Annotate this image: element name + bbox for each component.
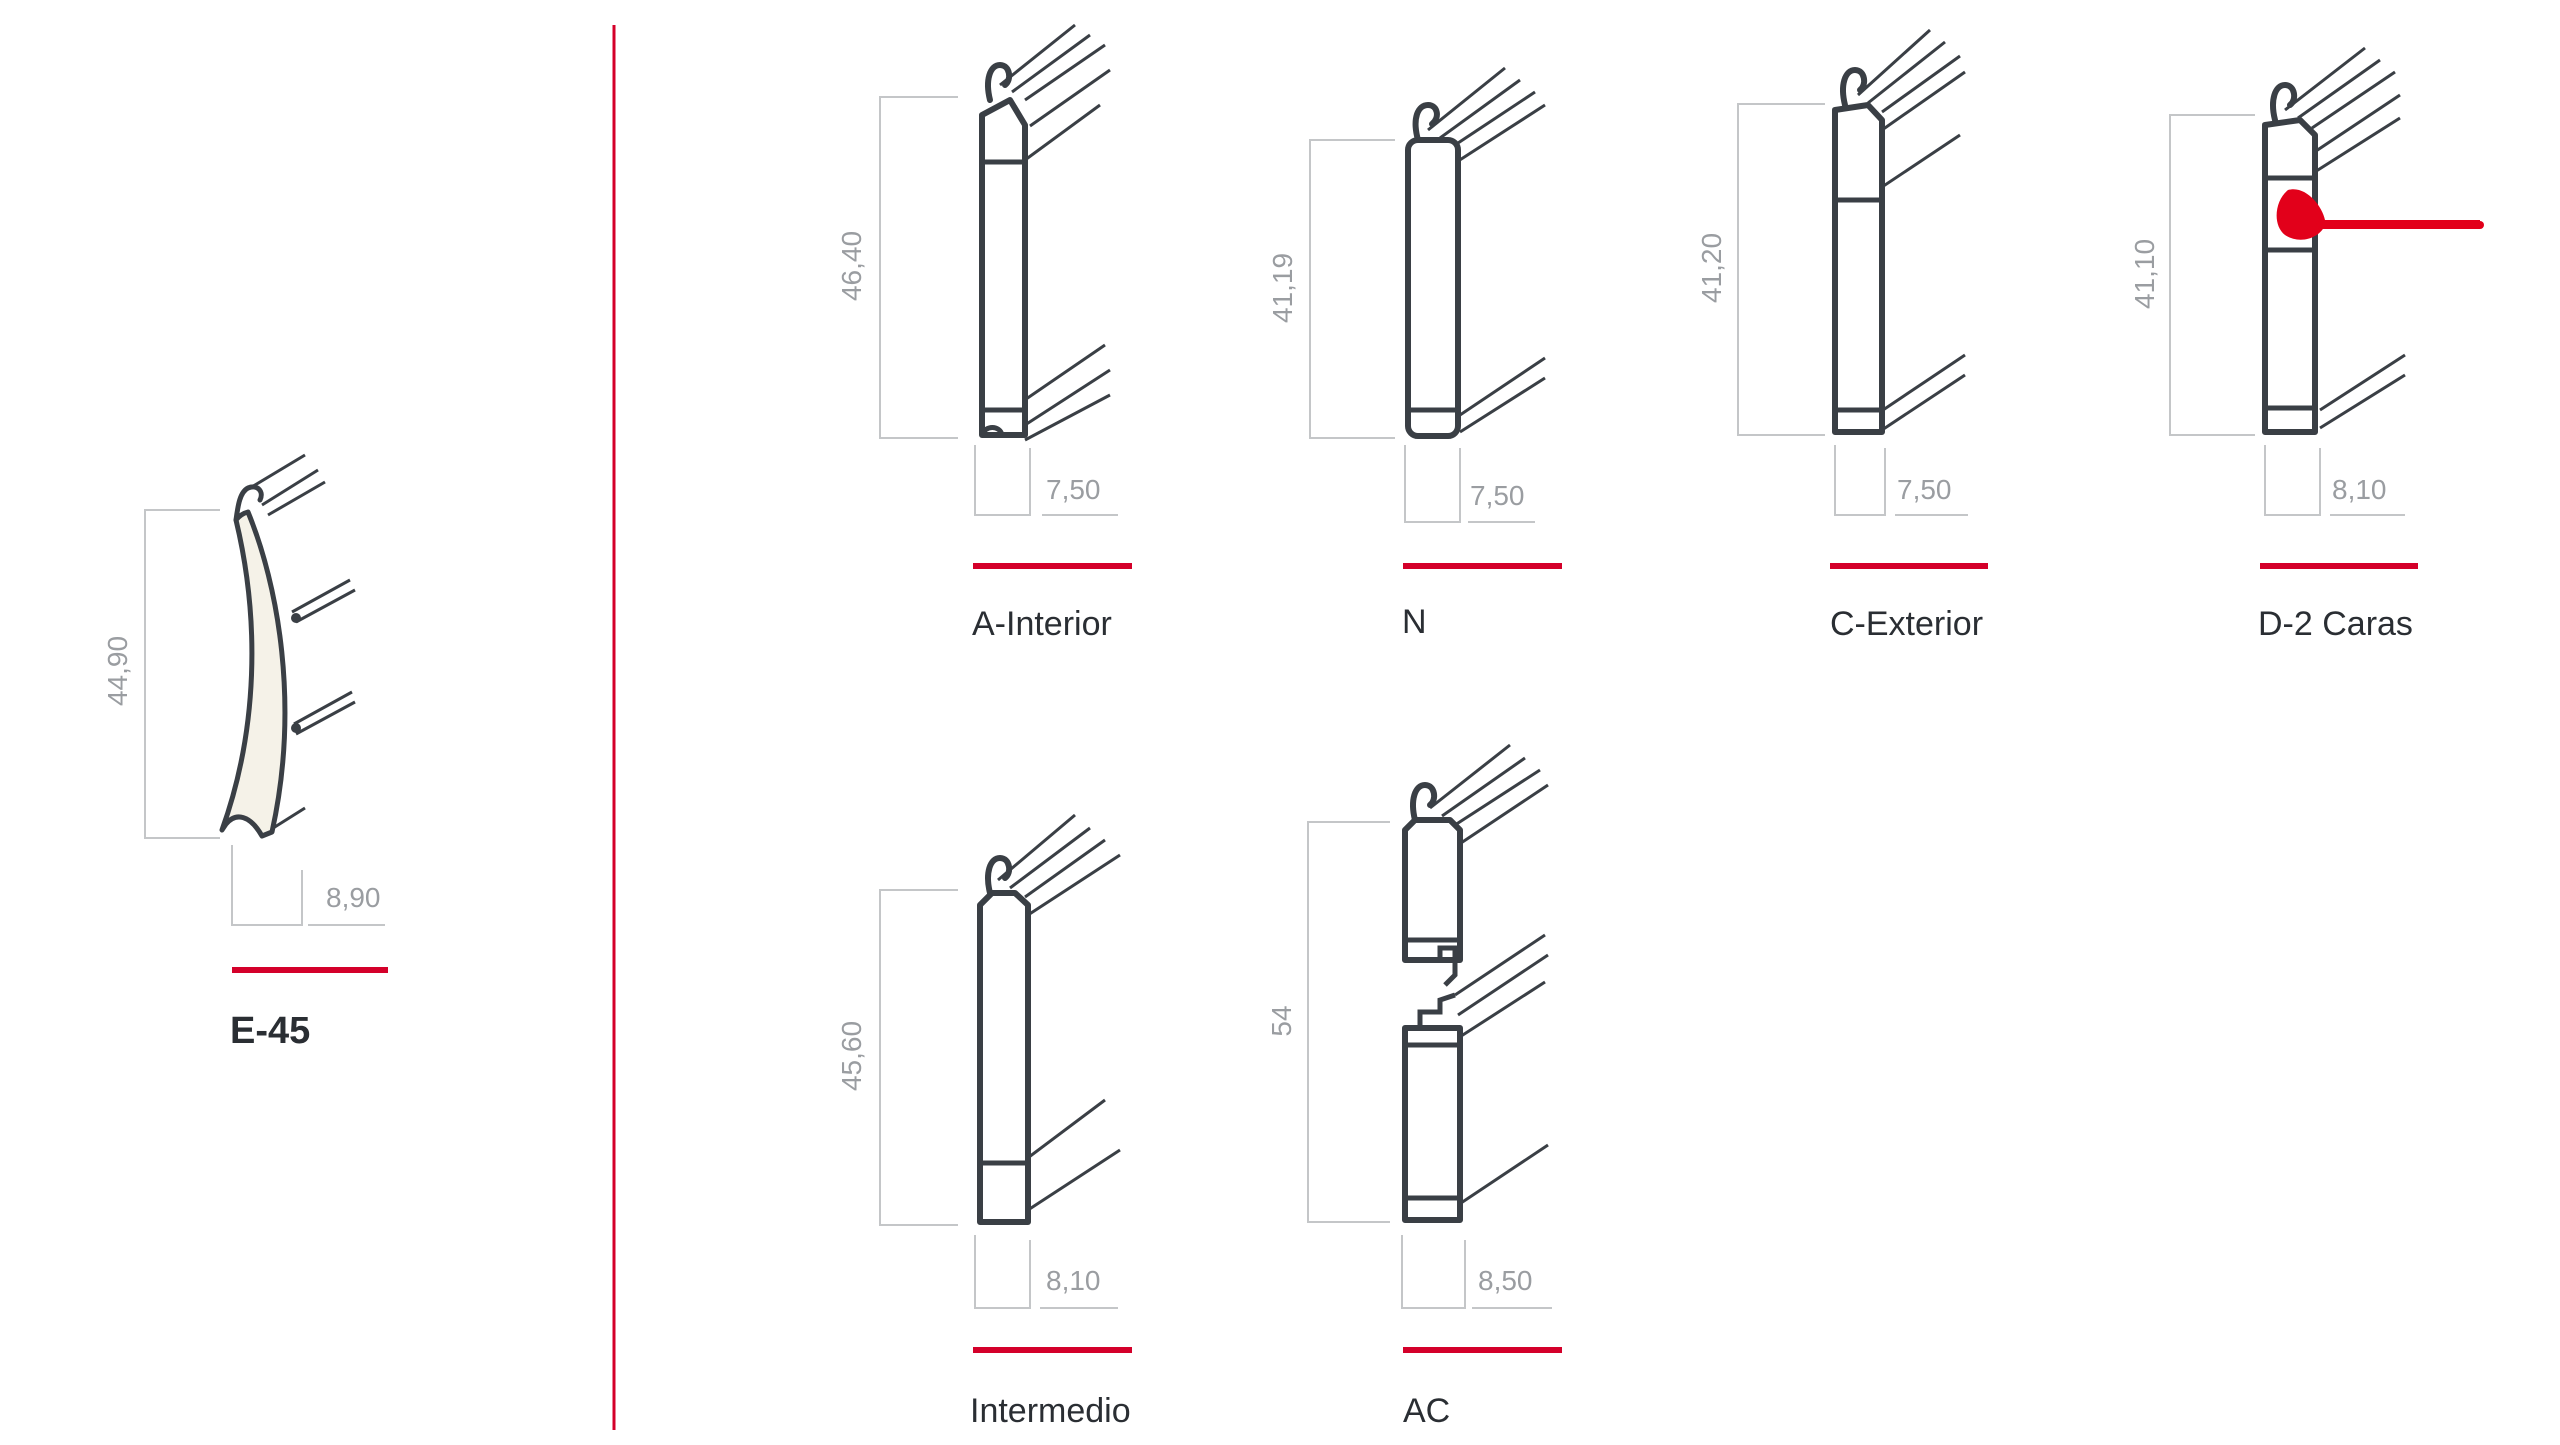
- c-exterior-name-label: C-Exterior: [1830, 605, 1984, 643]
- e45-extrusion-lines: [249, 453, 356, 832]
- profile-n: [1309, 66, 1562, 569]
- c-exterior-height-label: 41,20: [1696, 232, 1727, 304]
- e45-height-label: 44,90: [102, 635, 133, 707]
- e45-slat-body: [219, 509, 288, 839]
- n-height-label: 41,19: [1267, 252, 1298, 324]
- d-2-caras-height-label: 41,10: [2129, 238, 2160, 310]
- profile-e45: [144, 453, 388, 973]
- c-exterior-width-label: 7,50: [1897, 474, 1952, 505]
- profile-ac: [1307, 743, 1562, 1353]
- intermedio-width-label: 8,10: [1046, 1265, 1101, 1296]
- e45-name-label: E-45: [230, 1010, 311, 1052]
- profile-d-2-caras: [2169, 46, 2484, 569]
- n-width-label: 7,50: [1470, 480, 1525, 511]
- profile-a-interior: [879, 23, 1132, 569]
- a-interior-width-label: 7,50: [1046, 474, 1101, 505]
- n-name-label: N: [1402, 603, 1427, 641]
- intermedio-height-label: 45,60: [836, 1020, 867, 1092]
- intermedio-name-label: Intermedio: [970, 1392, 1131, 1430]
- ac-width-label: 8,50: [1478, 1265, 1533, 1296]
- d-2-caras-width-label: 8,10: [2332, 474, 2387, 505]
- a-interior-height-label: 46,40: [836, 230, 867, 302]
- e45-hook: [233, 484, 264, 523]
- d-2-caras-name-label: D-2 Caras: [2258, 605, 2413, 643]
- e45-dimension-lines: [144, 509, 385, 926]
- profile-c-exterior: [1737, 28, 1988, 569]
- ac-height-label: 54: [1266, 1005, 1297, 1037]
- d-2-caras-red-marker: [2276, 189, 2480, 240]
- ac-name-label: AC: [1403, 1392, 1451, 1430]
- e45-width-label: 8,90: [326, 882, 381, 913]
- a-interior-name-label: A-Interior: [972, 605, 1112, 643]
- profile-intermedio: [879, 813, 1132, 1353]
